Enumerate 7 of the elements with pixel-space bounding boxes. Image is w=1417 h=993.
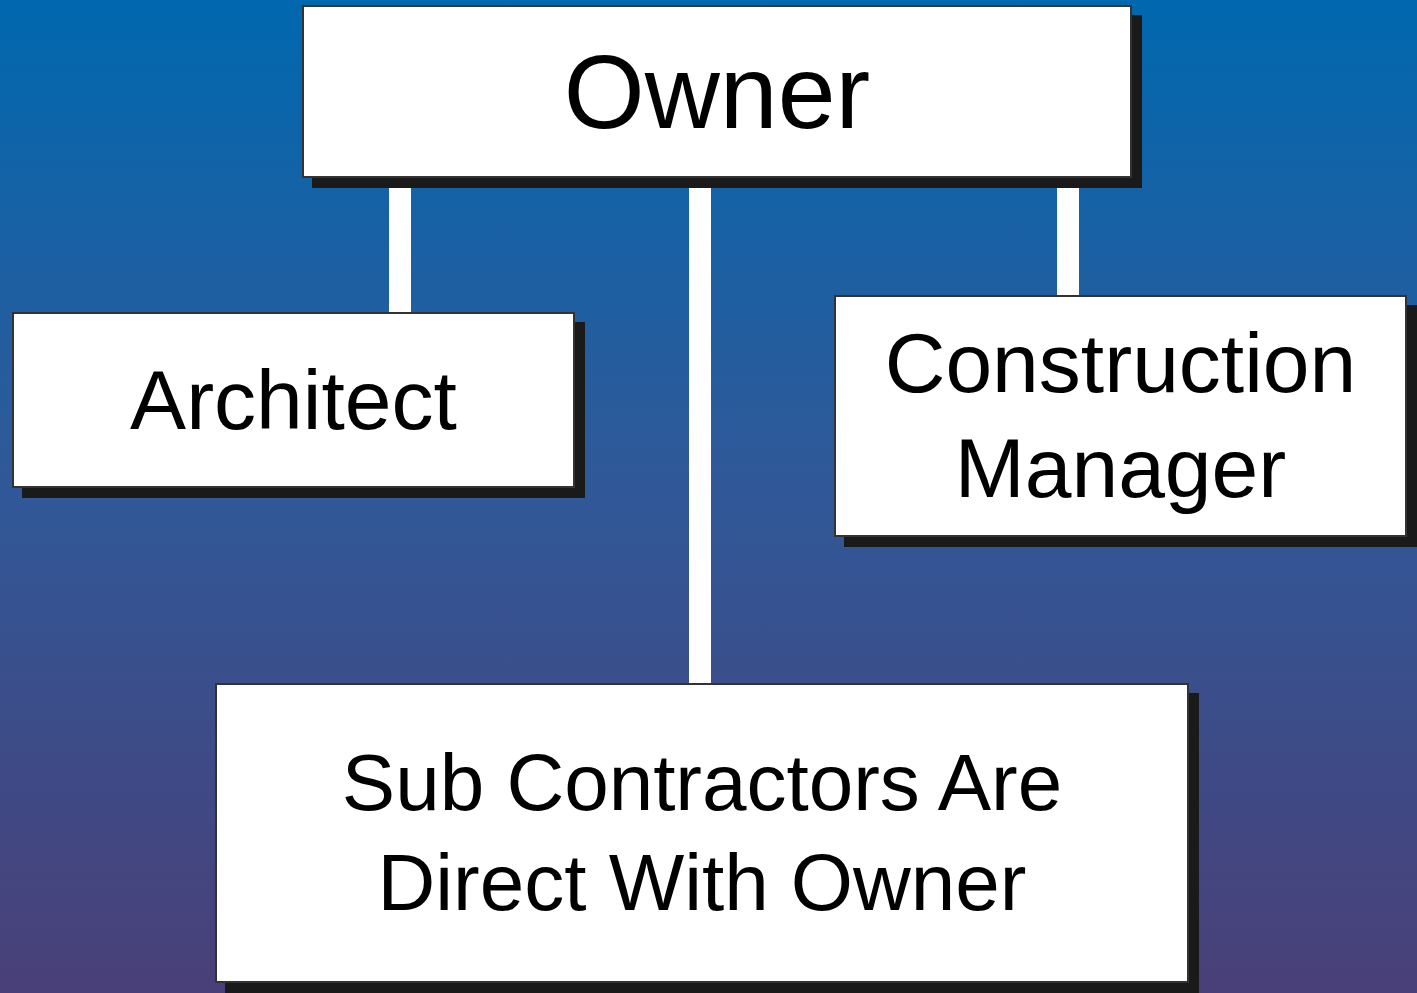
connector-line bbox=[689, 188, 711, 683]
connector-line bbox=[389, 188, 411, 312]
box-label: Sub Contractors Are Direct With Owner bbox=[340, 737, 1064, 929]
box-label: Architect bbox=[130, 351, 457, 449]
connector-line bbox=[1057, 188, 1079, 295]
box-label: Construction Manager bbox=[883, 315, 1358, 517]
box-label: Owner bbox=[563, 32, 871, 152]
